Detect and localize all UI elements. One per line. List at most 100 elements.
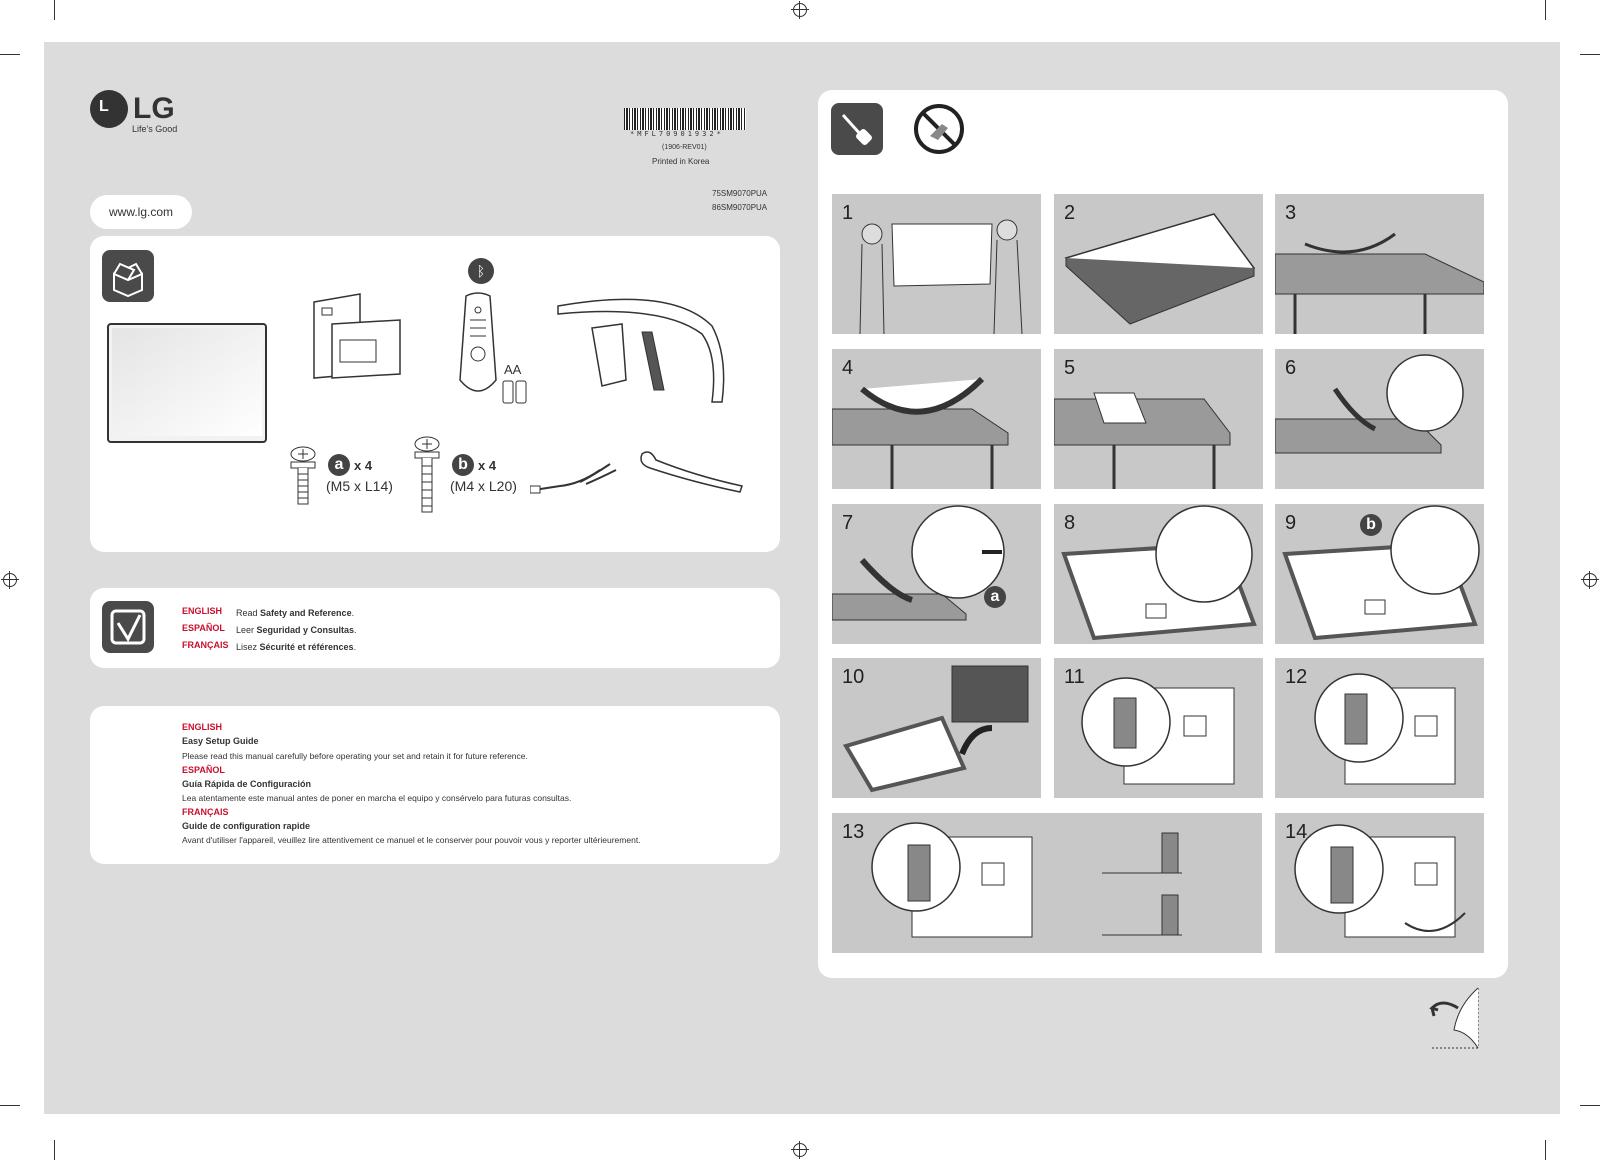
screw-a-badge: a: [328, 454, 350, 476]
step-illustration: [1275, 354, 1464, 454]
guide-card: ENGLISH Easy Setup Guide Please read thi…: [90, 706, 780, 864]
guide-lang-es: ESPAÑOL: [182, 765, 225, 775]
step-illustration: [1061, 505, 1257, 641]
step-panel-1: 1: [832, 194, 1041, 334]
registration-mark: [791, 1, 809, 19]
guide-title-en: Easy Setup Guide: [182, 736, 259, 746]
step-illustration: [1081, 677, 1235, 785]
step9-screw-b-badge: b: [1360, 514, 1382, 536]
manual-sheet: L LG Life's Good www.lg.com *MFL70901932…: [44, 42, 1560, 1114]
step-number: 9: [1285, 512, 1297, 534]
registration-mark: [1581, 571, 1599, 589]
guide-body-fr: Avant d'utiliser l'appareil, veuillez li…: [182, 835, 641, 845]
crop-mark: [0, 54, 20, 55]
step-illustration: [1064, 213, 1256, 325]
step-number: 7: [842, 512, 854, 534]
step-illustration: [1314, 673, 1456, 785]
tv-illustration: [107, 323, 267, 443]
registration-mark: [1, 571, 19, 589]
screw-b-badge: b: [452, 454, 474, 476]
safety-lang-es: ESPAÑOL: [182, 623, 225, 633]
step-panel-3: 3: [1275, 194, 1484, 334]
screw-b-spec: (M4 x L20): [450, 478, 517, 494]
step-illustration: [1275, 232, 1484, 334]
crop-mark: [0, 1105, 20, 1106]
guide-title-es: Guía Rápida de Configuración: [182, 779, 312, 789]
step-panel-4: 4: [832, 349, 1041, 489]
bluetooth-icon: ᛒ: [468, 258, 494, 284]
safety-card: ENGLISH Read Safety and Reference. ESPAÑ…: [90, 588, 780, 668]
stand-illustration: [557, 298, 725, 403]
website-pill[interactable]: www.lg.com: [90, 195, 192, 229]
step-number: 3: [1285, 202, 1297, 224]
revision-code: (1906-REV01): [662, 144, 707, 151]
step-panel-14: 14: [1275, 813, 1484, 953]
no-power-tool-icon: [914, 104, 964, 154]
guide-body-en: Please read this manual carefully before…: [182, 751, 528, 761]
step-illustration: [1294, 824, 1466, 938]
step-number: 1: [842, 202, 854, 224]
screw-a-illustration: [290, 446, 316, 505]
step-panel-10: 10: [832, 658, 1041, 798]
guide-lang-en: ENGLISH: [182, 722, 223, 732]
box-contents-icon: [102, 250, 154, 302]
step-number: 6: [1285, 357, 1297, 379]
step-panel-12: 12: [1275, 658, 1484, 798]
safety-text-fr: Lisez Sécurité et références.: [236, 642, 357, 652]
battery-label: AA: [504, 362, 522, 377]
crop-mark: [54, 0, 55, 20]
crop-mark: [1580, 54, 1600, 55]
model-2: 86SM9070PUA: [712, 203, 768, 212]
step-panel-2: 2: [1054, 194, 1263, 334]
tagline: Life's Good: [132, 124, 178, 134]
screw-a-row: a x 4: [328, 454, 372, 476]
cable-tie-illustration: [640, 451, 743, 493]
step-number: 2: [1064, 202, 1076, 224]
screw-a-spec: (M5 x L14): [326, 478, 393, 494]
step-number: 10: [842, 666, 865, 688]
step-illustration: [832, 505, 1005, 621]
step-illustration: [859, 219, 1023, 334]
page-turn-icon: [1429, 987, 1479, 1049]
lg-face-icon: L: [90, 90, 128, 128]
guide-lang-fr: FRANÇAIS: [182, 807, 229, 817]
step-illustration: [1282, 505, 1480, 641]
step-number: 13: [842, 821, 865, 843]
barcode-code: *MFL70901932*: [630, 130, 724, 138]
screw-b-illustration: [414, 436, 440, 513]
model-1: 75SM9070PUA: [712, 189, 768, 198]
step-panel-6: 6: [1275, 349, 1484, 489]
step-number: 12: [1285, 666, 1308, 688]
remote-illustration: [459, 292, 497, 392]
step-illustration: [832, 376, 1009, 489]
step-panel-5: 5: [1054, 349, 1263, 489]
step-number: 11: [1064, 666, 1085, 688]
screw-b-row: b x 4: [452, 454, 496, 476]
step-illustration: [842, 665, 1029, 793]
crop-mark: [1545, 1140, 1546, 1160]
step-panel-11: 11: [1054, 658, 1263, 798]
barcode: [624, 108, 746, 130]
batteries-illustration: [502, 380, 527, 404]
step-number: 8: [1064, 512, 1076, 534]
screw-a-qty: x 4: [354, 457, 373, 473]
step-illustration: [871, 822, 1182, 938]
printed-in: Printed in Korea: [652, 157, 710, 166]
manuals-illustration: [313, 293, 401, 379]
logo-text: LG: [133, 92, 175, 125]
av-cable-illustration: [530, 463, 617, 494]
registration-mark: [791, 1141, 809, 1159]
screw-b-qty: x 4: [478, 457, 497, 473]
step-number: 4: [842, 357, 854, 379]
step-panel-13: 13: [832, 813, 1262, 953]
safety-lang-fr: FRANÇAIS: [182, 640, 229, 650]
safety-lang-en: ENGLISH: [182, 606, 223, 616]
guide-body-es: Lea atentamente este manual antes de pon…: [182, 793, 572, 803]
step-number: 5: [1064, 357, 1076, 379]
safety-text-en: Read Safety and Reference.: [236, 608, 355, 618]
guide-title-fr: Guide de configuration rapide: [182, 821, 311, 831]
safety-text-es: Leer Seguridad y Consultas.: [236, 625, 357, 635]
step-number: 14: [1285, 821, 1308, 843]
crop-mark: [1545, 0, 1546, 20]
step7-screw-a-badge: a: [984, 586, 1006, 608]
